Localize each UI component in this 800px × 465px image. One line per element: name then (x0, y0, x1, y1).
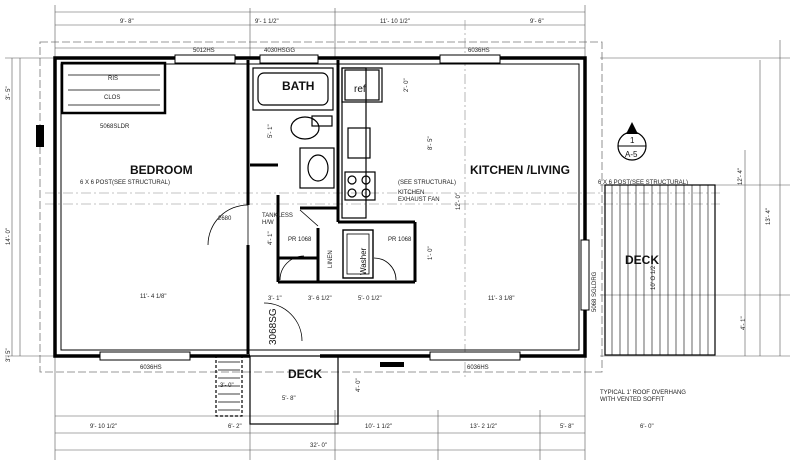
dim-bedroom-width: 11'- 4 1/8" (140, 294, 167, 300)
dim-1: 1'- 0" (428, 246, 434, 260)
dim-top-3: 11'- 10 1/2" (380, 19, 410, 25)
dim-right-1: 13'- 4" (766, 208, 772, 225)
window-top-left-label: 5012HS (193, 48, 215, 54)
tankless-label: TANKLESS (262, 213, 293, 219)
washer (342, 229, 374, 279)
sldr-right-label: 5068 SGLDRG (592, 271, 598, 312)
door-2680-label: 2680 (218, 216, 232, 222)
interior-walls (246, 60, 417, 354)
dim-8: 8'- 5" (428, 136, 434, 150)
dim-bottom-5: 6'- 0" (640, 424, 654, 430)
dim-hall-1: 3'- 1" (268, 296, 282, 302)
pr-left-label: PR 1068 (288, 237, 312, 243)
dim-right-2: 4'- 1" (741, 316, 747, 330)
dim-deck-w: 5'- 8" (282, 396, 296, 402)
dim-bottom-4: 5'- 8" (560, 424, 574, 430)
fridge (344, 69, 380, 101)
clos-label: CLOS (104, 95, 120, 101)
overhang-note-1: TYPICAL 1' ROOF OVERHANG (600, 390, 686, 396)
right-deck (604, 184, 716, 356)
dim-kitchen-v: 12'- 0" (456, 193, 462, 210)
ris-label: RIS (108, 76, 118, 82)
bedroom-light-switch (36, 125, 44, 147)
hw-label: H/W (262, 220, 274, 226)
dim-bottom-1: 9'- 10 1/2" (90, 424, 117, 430)
section-marker (617, 122, 647, 161)
post-left-note: 6 X 6 POST(SEE STRUCTURAL) (80, 180, 170, 186)
see-structural-label: (SEE STRUCTURAL) (398, 180, 456, 186)
sldr-bedroom-label: 5068SLDR (100, 124, 130, 130)
dim-left-2: 14'- 0" (6, 228, 12, 245)
dim-2: 2'- 0" (404, 78, 410, 92)
bath-label: BATH (282, 79, 314, 93)
deck-right-label: DECK (625, 253, 659, 267)
dim-top-1: 9'- 8" (120, 19, 134, 25)
porch-light (380, 362, 404, 367)
ref-label: ref (354, 84, 366, 95)
dim-top-4: 9'- 6" (530, 19, 544, 25)
overhang-note-2: WITH VENTED SOFFIT (600, 397, 665, 403)
deck-front-label: DECK (288, 367, 322, 381)
front-deck (215, 355, 339, 425)
dim-deck-v: 4'- 0" (356, 378, 362, 392)
pr-right-label: PR 1068 (388, 237, 412, 243)
windows (99, 54, 590, 361)
deck-joist-note: 10' O 1/2 (651, 265, 657, 290)
dim-bottom-2: 6'- 2" (228, 424, 242, 430)
window-top-right-label: 6036HS (468, 48, 490, 54)
dim-left-3: 3'- 5" (6, 348, 12, 362)
door-swings (207, 204, 397, 342)
washer-label: Washer (359, 247, 368, 275)
dim-top-2: 9'- 1 1/2" (255, 19, 279, 25)
dim-4: 4'- 1" (268, 231, 274, 245)
dim-left-1: 3'- 5" (6, 86, 12, 100)
linen-label: LINEN (328, 250, 334, 268)
kitchen-counter (341, 67, 383, 219)
dim-porch-2: 10'- 1 1/2" (365, 424, 392, 430)
kitchen-exhaust-label-2: EXHAUST FAN (398, 197, 440, 203)
dim-bottom-3: 13'- 2 1/2" (470, 424, 497, 430)
window-top-bath-label: 4030HSGG (264, 48, 295, 54)
section-number: 1 (630, 136, 635, 145)
post-right-note: 6 X 6 POST(SEE STRUCTURAL) (598, 180, 688, 186)
dim-right-3: 12'- 4" (738, 168, 744, 185)
roof-overhang-outline (39, 41, 603, 373)
window-bottom-right-label: 6036HS (467, 365, 489, 371)
kitchen-living-label: KITCHEN /LIVING (470, 163, 570, 177)
post-grid-lines (45, 20, 720, 380)
toilet (290, 115, 333, 140)
closet (60, 61, 167, 115)
dim-bath-width: 5'- 1" (268, 124, 274, 138)
bathtub (252, 67, 334, 111)
vanity (299, 147, 335, 189)
dim-hall-3: 5'- 0 1/2" (358, 296, 382, 302)
dim-hall-2: 3'- 6 1/2" (308, 296, 332, 302)
dim-overall: 32'- 0" (310, 443, 327, 449)
bedroom-label: BEDROOM (130, 163, 193, 177)
front-door-label: 3068SG (268, 308, 279, 345)
section-sheet: A-5 (625, 150, 638, 159)
kitchen-exhaust-label-1: KITCHEN (398, 190, 424, 196)
dim-porch-1: 3'- 0" (220, 383, 234, 389)
dim-kitchen-width: 11'- 3 1/8" (488, 296, 515, 302)
window-bottom-left-label: 6036HS (140, 365, 162, 371)
